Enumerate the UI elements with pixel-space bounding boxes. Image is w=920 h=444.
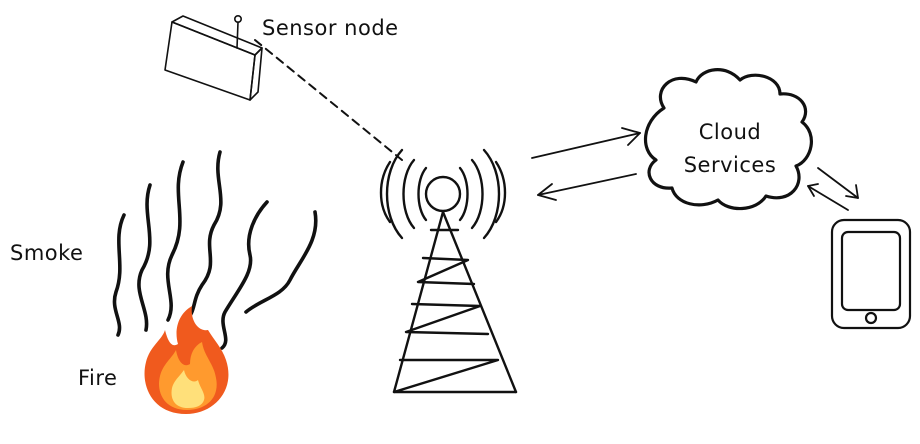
smoke-label: Smoke: [10, 241, 83, 265]
cloud-icon: [643, 68, 813, 211]
tower-cloud-arrows: [531, 127, 641, 201]
cloud-phone-arrows: [807, 167, 859, 211]
cloud-label-line1: Cloud: [699, 120, 762, 144]
sensor-tower-link: [254, 39, 403, 161]
fire-label: Fire: [78, 366, 117, 390]
sensor-node-label: Sensor node: [262, 16, 399, 40]
fire-icon: [144, 306, 229, 414]
cloud-label-line2: Services: [684, 153, 777, 177]
smoke-icon: [112, 150, 318, 350]
cell-tower-icon: [379, 148, 518, 394]
sensor-node-icon: [164, 15, 263, 101]
smartphone-icon: [830, 218, 912, 330]
